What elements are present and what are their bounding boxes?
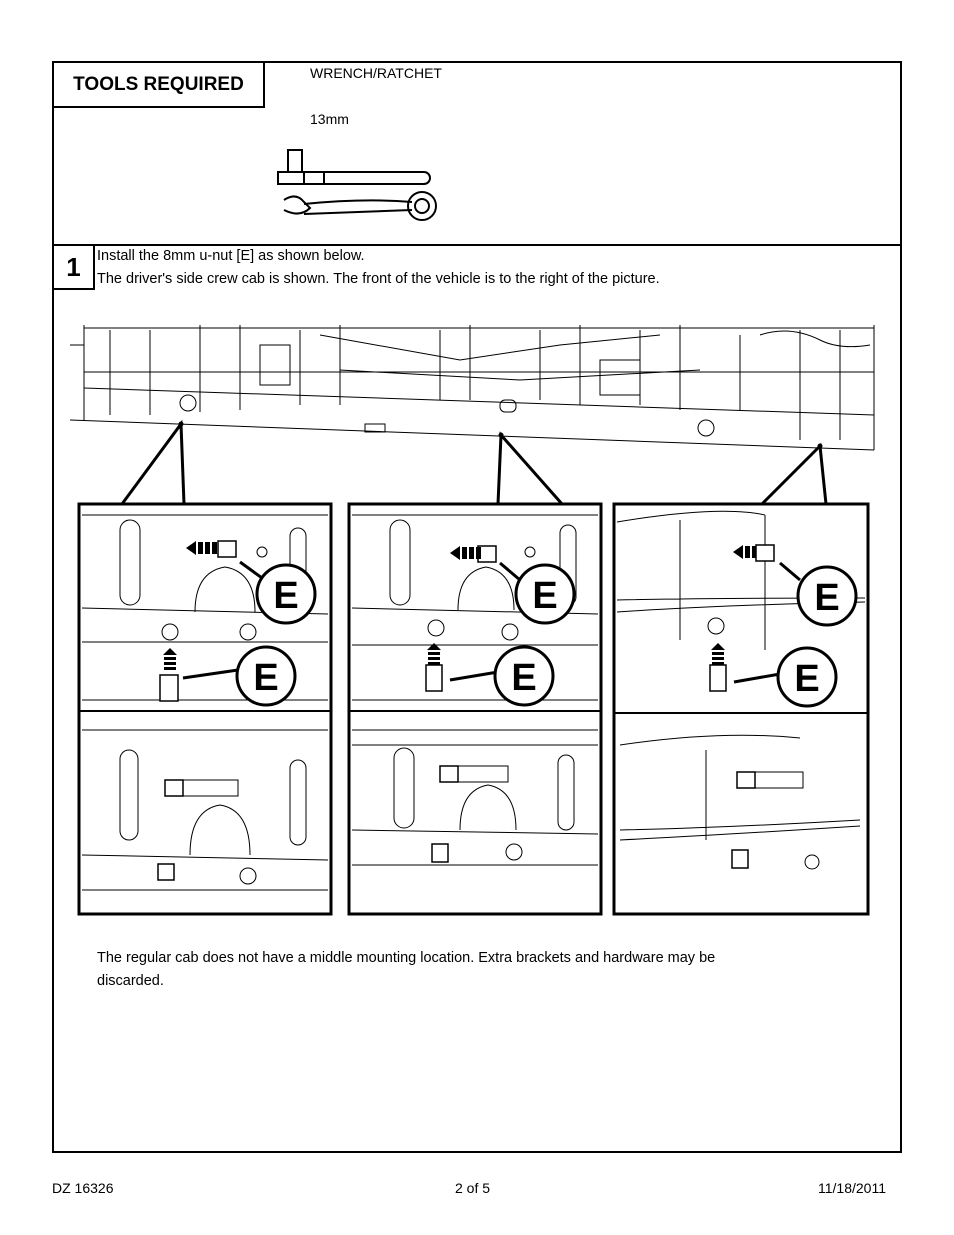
callout-e-label: E: [511, 657, 536, 699]
regular-cab-note: The regular cab does not have a middle m…: [97, 950, 716, 989]
tools-required-section: TOOLS REQUIRED WRENCH/RATCHET 13mm: [54, 63, 900, 246]
detail-panel-front: [612, 502, 870, 916]
instruction-frame: TOOLS REQUIRED WRENCH/RATCHET 13mm 1 Ins…: [52, 61, 902, 1153]
detail-panel-middle: [347, 502, 603, 916]
callout-e-label: E: [814, 577, 839, 619]
detail-panel-rear: [77, 502, 333, 916]
callout-e-bubbles: [182, 560, 858, 708]
step-number: 1: [54, 246, 95, 290]
frame-rail-overview-illustration: [69, 325, 875, 451]
tool-size: 13mm: [310, 111, 349, 127]
callout-e-label: E: [253, 657, 278, 699]
footer-doc-id: DZ 16326: [52, 1180, 114, 1196]
tools-required-header: TOOLS REQUIRED: [54, 63, 265, 108]
step-instruction-line-1: Install the 8mm u-nut [E] as shown below…: [97, 248, 365, 264]
tool-name: WRENCH/RATCHET: [310, 65, 442, 81]
footer-date: 11/18/2011: [818, 1180, 886, 1196]
step-instruction-line-2: The driver's side crew cab is shown. The…: [97, 271, 660, 287]
callout-e-label: E: [532, 575, 557, 617]
callout-e-label: E: [794, 658, 819, 700]
wrench-ratchet-icon: [277, 149, 437, 221]
direction-arrow-icons: [163, 541, 756, 670]
footer-page-number: 2 of 5: [455, 1180, 491, 1196]
callout-pointer-lines: [120, 419, 828, 506]
callout-e-label: E: [273, 575, 298, 617]
